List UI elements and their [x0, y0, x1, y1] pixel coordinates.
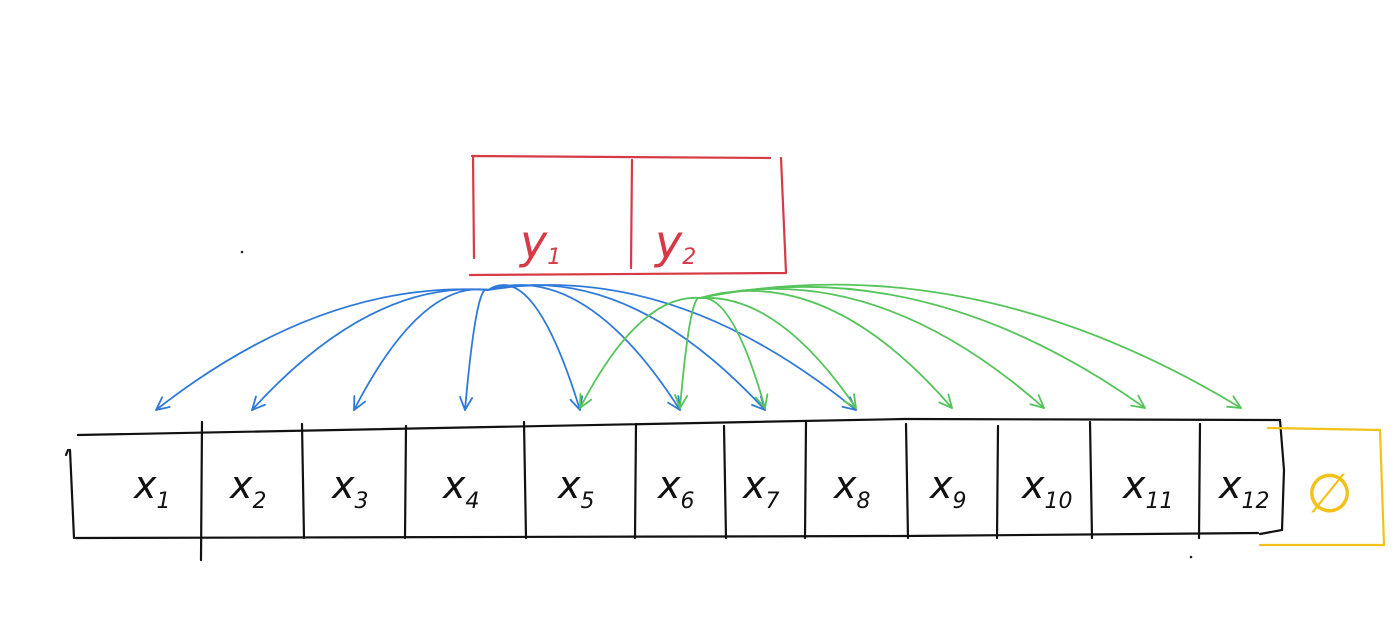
x-cell-divider [1088, 420, 1094, 540]
x-label-sub: 7 [766, 489, 780, 514]
y1-to-x-arrow [464, 288, 489, 411]
null-block: ∅ [1258, 426, 1386, 547]
y2-to-x-arrow [699, 283, 1242, 409]
x-cell-label: x11 [1122, 463, 1174, 514]
x-block-left-edge [64, 448, 76, 540]
y2-to-x-arrow-head [1029, 394, 1045, 409]
x-label-base: x [657, 463, 681, 507]
y1-to-x-arrow-head [459, 396, 474, 411]
x-cell-label: x9 [929, 463, 967, 514]
x-cell-divider [403, 424, 408, 540]
y-cell-label: y2 [653, 215, 696, 270]
y2-to-x-arrow [699, 288, 1045, 409]
y2-to-x-arrow [699, 290, 953, 409]
y2-to-x-arrow-head [1226, 395, 1242, 409]
y1-to-x-arrow [487, 284, 581, 411]
y-label-sub: 2 [682, 245, 696, 270]
y2-to-x-arrow-head [754, 393, 769, 409]
null-block-outline [1258, 426, 1386, 547]
y-label-base: y [518, 215, 548, 269]
y2-to-x-arrow [699, 297, 766, 409]
y1-to-x-arrow [487, 284, 857, 411]
x-label-sub: 8 [857, 489, 871, 514]
y1-to-x-arrow [487, 284, 681, 411]
x-label-base: x [331, 463, 355, 507]
x-label-base: x [929, 463, 953, 507]
y1-to-x-arrow-head [353, 395, 367, 411]
stray-dot [240, 250, 244, 254]
y1-to-x-arrow [487, 284, 766, 411]
x-label-base: x [557, 463, 581, 507]
x-cell-divider [300, 422, 306, 540]
x-label-sub: 1 [157, 489, 171, 514]
y-block-outline [468, 154, 788, 277]
x-cell-divider [199, 420, 204, 562]
x-cell-label: x3 [331, 463, 369, 514]
y2-to-x-arrow [699, 296, 857, 409]
y1-to-x-arrow-head [667, 395, 681, 411]
x-cell-divider [803, 420, 808, 540]
y2-to-x-arrow [579, 296, 701, 409]
x-block-bottom-edge [74, 531, 1260, 540]
x-cell-label: x4 [442, 463, 480, 514]
x-label-base: x [442, 463, 466, 507]
x-cell-divider [633, 422, 638, 540]
y2-to-x-arrow-head [842, 393, 857, 409]
x-label-base: x [1122, 463, 1146, 507]
y2-to-x-arrow-head [938, 393, 953, 409]
y2-to-x-arrow-head [674, 394, 689, 409]
x-label-base: x [833, 463, 857, 507]
arrows-layer [155, 283, 1242, 411]
y1-to-x-arrow-head [569, 395, 584, 411]
x-label-sub: 2 [253, 489, 267, 514]
x-cell-divider [722, 424, 728, 540]
x-cell-label: x5 [557, 463, 595, 514]
x-label-sub: 3 [355, 489, 369, 514]
x-label-base: x [1218, 463, 1242, 507]
stray-dot [1189, 555, 1193, 559]
x-cell-label: x1 [133, 463, 171, 514]
x-label-base: x [133, 463, 157, 507]
x-cell-divider [522, 420, 528, 540]
y-cell-label: y1 [518, 215, 561, 270]
x-cell-label: x10 [1021, 463, 1073, 514]
x-cell-divider [904, 422, 910, 540]
x-dividers [199, 420, 1202, 562]
y1-to-x-arrow [155, 288, 489, 411]
y2-to-x-arrow-head [579, 393, 593, 409]
x-block-right-edge [1258, 418, 1286, 536]
y1-to-x-arrow [251, 288, 489, 411]
x-label-base: x [229, 463, 253, 507]
x-cell-label: x12 [1218, 463, 1270, 514]
x-cell-label: x8 [833, 463, 871, 514]
x-label-sub: 9 [953, 489, 967, 514]
y2-to-x-arrow [679, 297, 701, 409]
y1-to-x-arrow-head [155, 396, 171, 411]
y1-to-x-arrow [353, 288, 489, 411]
x-cell-label: x6 [657, 463, 695, 514]
null-symbol: ∅ [1306, 462, 1353, 525]
x-label-sub: 6 [681, 489, 695, 514]
y1-to-x-arrow-head [251, 395, 266, 411]
x-cell-label: x2 [229, 463, 267, 514]
x-label-sub: 5 [581, 489, 595, 514]
x-label-base: x [1021, 463, 1045, 507]
x-cell-divider [1197, 422, 1202, 540]
x-cell-label: x7 [742, 463, 780, 514]
y2-to-x-arrow-head [1130, 394, 1146, 409]
x-cell-divider [995, 424, 1000, 540]
x-label-sub: 11 [1146, 489, 1174, 514]
x-label-sub: 12 [1242, 489, 1270, 514]
y-block: y1 y2 [468, 154, 788, 277]
y-block-divider [629, 158, 634, 270]
x-label-sub: 4 [466, 489, 480, 514]
y-label-sub: 1 [547, 245, 561, 270]
x-label-base: x [742, 463, 766, 507]
x-label-sub: 10 [1045, 489, 1073, 514]
x-block-top-edge [76, 417, 1282, 437]
y-label-base: y [653, 215, 683, 269]
